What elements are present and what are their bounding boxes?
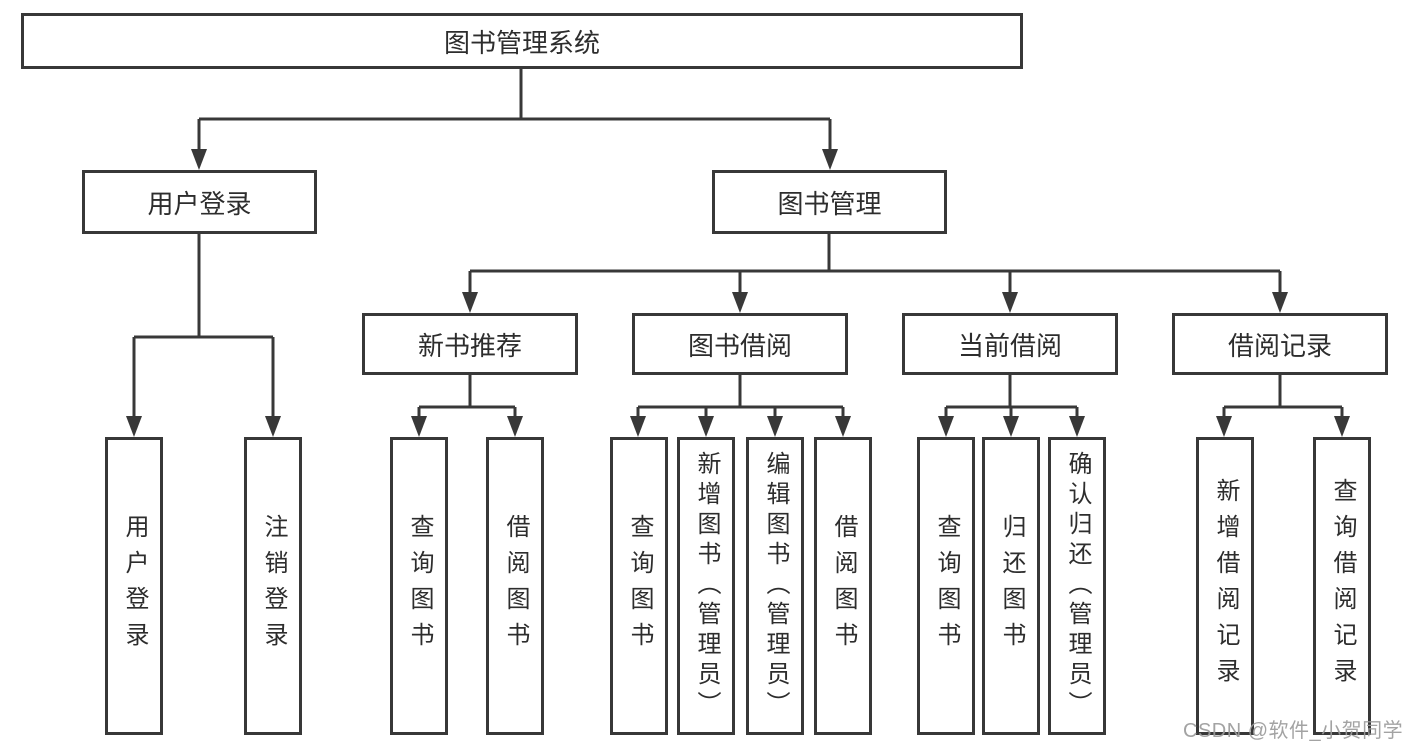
leaf-currentborrow-return-books-label: 归还图书 — [998, 514, 1025, 658]
leaf-logout: 注销登录 — [244, 437, 302, 735]
node-user-login-label: 用户登录 — [147, 188, 252, 219]
leaf-newbook-query-books-label: 查询图书 — [406, 514, 433, 658]
connector-userlogin-to-leaves — [132, 234, 275, 418]
node-book-borrow-label: 图书借阅 — [687, 330, 792, 361]
connector-bookborrow-to-leaves — [636, 375, 845, 418]
node-user-login: 用户登录 — [82, 170, 317, 234]
node-root-label: 图书管理系统 — [443, 27, 600, 58]
leaf-logout-label: 注销登录 — [260, 514, 287, 658]
node-root: 图书管理系统 — [21, 13, 1023, 69]
connector-bookmgmt-to-level3 — [468, 234, 1282, 293]
leaf-currentborrow-confirm-return-admin: 确认归还（管理员） — [1048, 437, 1106, 735]
csdn-watermark: CSDN @软件_小贺同学 — [1183, 720, 1404, 742]
leaf-bookborrow-query-books-label: 查询图书 — [626, 514, 653, 658]
arrowheads — [126, 149, 1350, 437]
leaf-currentborrow-query-books: 查询图书 — [917, 437, 975, 735]
node-borrow-record: 借阅记录 — [1172, 313, 1388, 375]
leaf-bookborrow-add-books-admin: 新增图书（管理员） — [677, 437, 735, 735]
connector-currentborrow-to-leaves — [944, 375, 1079, 418]
leaf-currentborrow-return-books: 归还图书 — [982, 437, 1040, 735]
node-current-borrow: 当前借阅 — [902, 313, 1118, 375]
leaf-newbook-borrow-books: 借阅图书 — [486, 437, 544, 735]
node-book-management: 图书管理 — [712, 170, 947, 234]
node-book-management-label: 图书管理 — [777, 188, 882, 219]
leaf-currentborrow-confirm-return-admin-label: 确认归还（管理员） — [1064, 451, 1091, 721]
node-book-borrow: 图书借阅 — [632, 313, 848, 375]
node-new-book-recommend-label: 新书推荐 — [417, 330, 522, 361]
leaf-record-add-borrow-record: 新增借阅记录 — [1196, 437, 1254, 735]
node-borrow-record-label: 借阅记录 — [1227, 330, 1332, 361]
leaf-record-add-borrow-record-label: 新增借阅记录 — [1212, 478, 1239, 694]
leaf-bookborrow-borrow-books-label: 借阅图书 — [830, 514, 857, 658]
leaf-bookborrow-edit-books-admin: 编辑图书（管理员） — [746, 437, 804, 735]
leaf-newbook-borrow-books-label: 借阅图书 — [502, 514, 529, 658]
leaf-bookborrow-edit-books-admin-label: 编辑图书（管理员） — [762, 451, 789, 721]
leaf-record-query-borrow-record-label: 查询借阅记录 — [1329, 478, 1356, 694]
node-current-borrow-label: 当前借阅 — [957, 330, 1062, 361]
leaf-user-login: 用户登录 — [105, 437, 163, 735]
leaf-bookborrow-query-books: 查询图书 — [610, 437, 668, 735]
connector-newbook-to-leaves — [417, 375, 517, 418]
leaf-bookborrow-add-books-admin-label: 新增图书（管理员） — [693, 451, 720, 721]
connector-borrowrecord-to-leaves — [1222, 375, 1344, 418]
node-new-book-recommend: 新书推荐 — [362, 313, 578, 375]
leaf-user-login-label: 用户登录 — [121, 514, 148, 658]
leaf-newbook-query-books: 查询图书 — [390, 437, 448, 735]
leaf-record-query-borrow-record: 查询借阅记录 — [1313, 437, 1371, 735]
leaf-bookborrow-borrow-books: 借阅图书 — [814, 437, 872, 735]
connector-root-to-level2 — [197, 68, 832, 150]
leaf-currentborrow-query-books-label: 查询图书 — [933, 514, 960, 658]
